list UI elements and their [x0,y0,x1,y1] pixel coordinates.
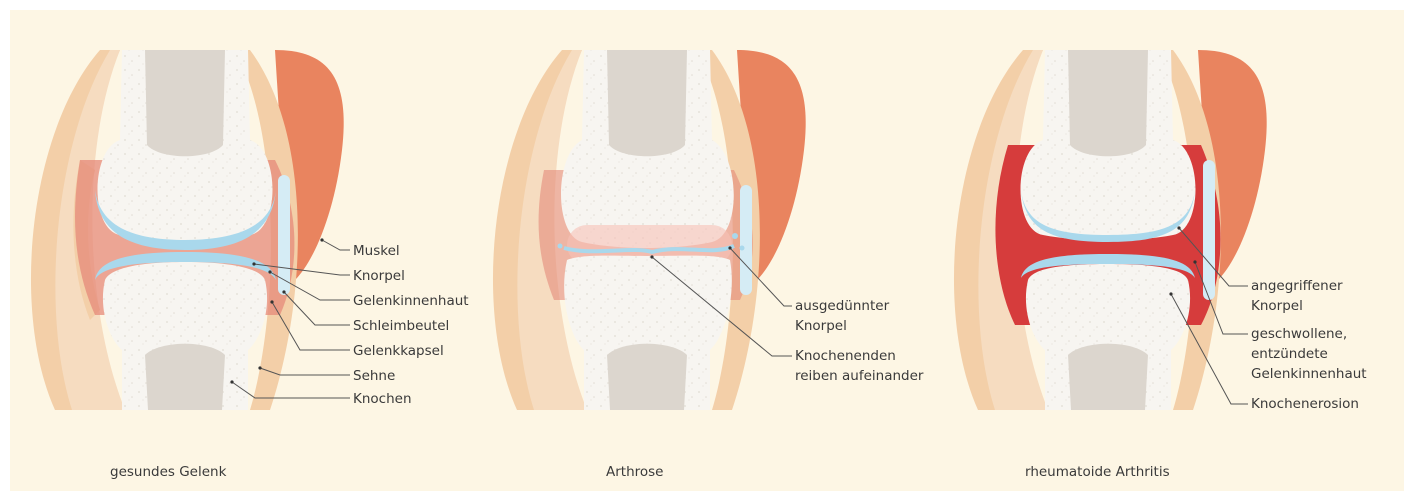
cartilage-pointer-dot [252,262,255,265]
label-muscle: Muskel [353,243,400,259]
synovium-pointer-dot [268,270,271,273]
bursa-pointer-dot [282,290,285,293]
label-thinned: ausgedünnter [795,298,890,314]
tendon-pointer-dot [258,366,261,369]
attacked-cartilage-pointer-dot [1177,226,1180,229]
bone-erosion-pointer-dot [1169,292,1172,295]
lower-marrow [145,344,225,410]
upper-marrow [607,50,687,156]
muscle-pointer-dot [320,238,323,241]
healthy-joint-diagram: Muskel Knorpel Gelenkinnenhaut Schleimbe… [31,50,469,480]
caption-healthy-joint: gesundes Gelenk [110,464,227,480]
caption-osteoarthritis: Arthrose [606,464,664,480]
label-bone-erosion: Knochenerosion [1251,396,1359,412]
label-tendon: Sehne [353,368,395,384]
capsule-pointer-dot [270,300,273,303]
bursa-shape [1203,160,1215,300]
bursa-shape [740,185,752,295]
label-bone: Knochen [353,391,412,407]
lower-marrow [1068,344,1148,410]
label-cartilage: Knorpel [353,268,405,284]
bone-pointer-dot [230,380,233,383]
upper-marrow [1068,50,1148,156]
caption-rheumatoid-arthritis: rheumatoide Arthritis [1025,464,1170,480]
label-rubbing: reiben aufeinander [795,368,924,384]
lower-marrow [607,344,687,410]
label-synovium: Gelenkinnenhaut [353,293,469,309]
thinned-cartilage-pointer-dot [728,246,731,249]
label-attacked: angegriffener [1251,278,1343,294]
rheumatoid-arthritis-diagram: angegriffener Knorpel geschwollene, entz… [954,50,1367,480]
label-swollen: geschwollene, [1251,326,1347,342]
label-cartilage: Knorpel [795,318,847,334]
label-synovium: Gelenkinnenhaut [1251,366,1367,382]
osteoarthritis-diagram: ausgedünnter Knorpel Knochenenden reiben… [493,50,924,480]
illustration-panel: Muskel Knorpel Gelenkinnenhaut Schleimbe… [10,10,1404,491]
label-bursa: Schleimbeutel [353,318,449,334]
joint-comparison-figure: Muskel Knorpel Gelenkinnenhaut Schleimbe… [10,10,1404,491]
bone-fragment [740,246,745,251]
bone-fragment [558,244,563,249]
bone-fragment [732,233,738,239]
bone-ends-pointer-dot [650,255,653,258]
label-inflamed: entzündete [1251,346,1328,362]
label-cartilage: Knorpel [1251,298,1303,314]
swollen-synovium-pointer-dot [1193,260,1196,263]
label-capsule: Gelenkkapsel [353,343,444,359]
label-bone-ends: Knochenenden [795,348,896,364]
upper-marrow [145,50,225,156]
